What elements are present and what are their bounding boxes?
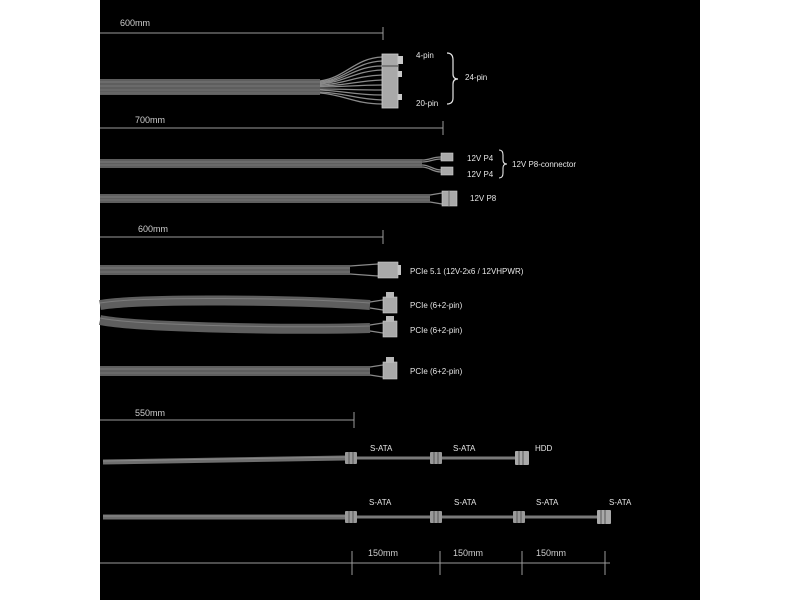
sata-1-connector-3-label: HDD xyxy=(535,444,553,453)
atx-measure-line xyxy=(100,27,384,40)
atx-24pin-connector xyxy=(381,53,403,109)
cpu-p8-connector-label: 12V P8-connector xyxy=(512,160,576,169)
sata-cable-1 xyxy=(102,451,529,465)
atx-24pin-label: 24-pin xyxy=(465,73,487,82)
atx-brace xyxy=(446,52,459,105)
segment-measure-line xyxy=(100,551,610,575)
atx-length-label: 600mm xyxy=(120,18,150,28)
pcie-cable-1 xyxy=(99,292,398,314)
segment-1-label: 150mm xyxy=(368,548,398,558)
sata-cable-2 xyxy=(103,510,611,524)
cpu-length-label: 700mm xyxy=(135,115,165,125)
sata-2-connector-3-label: S-ATA xyxy=(536,498,559,507)
pcie-hpwr-cable xyxy=(100,261,401,279)
atx-20pin-label: 20-pin xyxy=(416,99,438,108)
pcie-cable-1-label: PCIe (6+2-pin) xyxy=(410,301,463,310)
pcie-cable-2-label: PCIe (6+2-pin) xyxy=(410,326,463,335)
atx-4pin-label: 4-pin xyxy=(416,51,434,60)
pcie-measure-line xyxy=(100,230,384,244)
pcie-length-label: 600mm xyxy=(138,224,168,234)
pcie-cable-2 xyxy=(99,315,398,338)
pcie-cable-3-label: PCIe (6+2-pin) xyxy=(410,367,463,376)
atx-24pin-cable xyxy=(100,56,383,105)
pcie-cable-3 xyxy=(100,357,398,380)
cpu-p4b-label: 12V P4 xyxy=(467,170,494,179)
pcie-hpwr-label: PCIe 5.1 (12V-2x6 / 12VHPWR) xyxy=(410,267,524,276)
sata-2-connector-2-label: S-ATA xyxy=(454,498,477,507)
segment-2-label: 150mm xyxy=(453,548,483,558)
sata-1-connector-1-label: S-ATA xyxy=(370,444,393,453)
sata-2-connector-4-label: S-ATA xyxy=(609,498,632,507)
cpu-p8-cable xyxy=(100,190,458,207)
sata-2-connector-1-label: S-ATA xyxy=(369,498,392,507)
cpu-brace xyxy=(498,149,508,179)
cpu-p4a-label: 12V P4 xyxy=(467,154,494,163)
segment-3-label: 150mm xyxy=(536,548,566,558)
cpu-p4-cable xyxy=(100,152,454,176)
sata-length-label: 550mm xyxy=(135,408,165,418)
sata-1-connector-2-label: S-ATA xyxy=(453,444,476,453)
cpu-measure-line xyxy=(100,121,444,135)
cpu-p8-label: 12V P8 xyxy=(470,194,497,203)
sata-measure-line xyxy=(100,412,355,428)
